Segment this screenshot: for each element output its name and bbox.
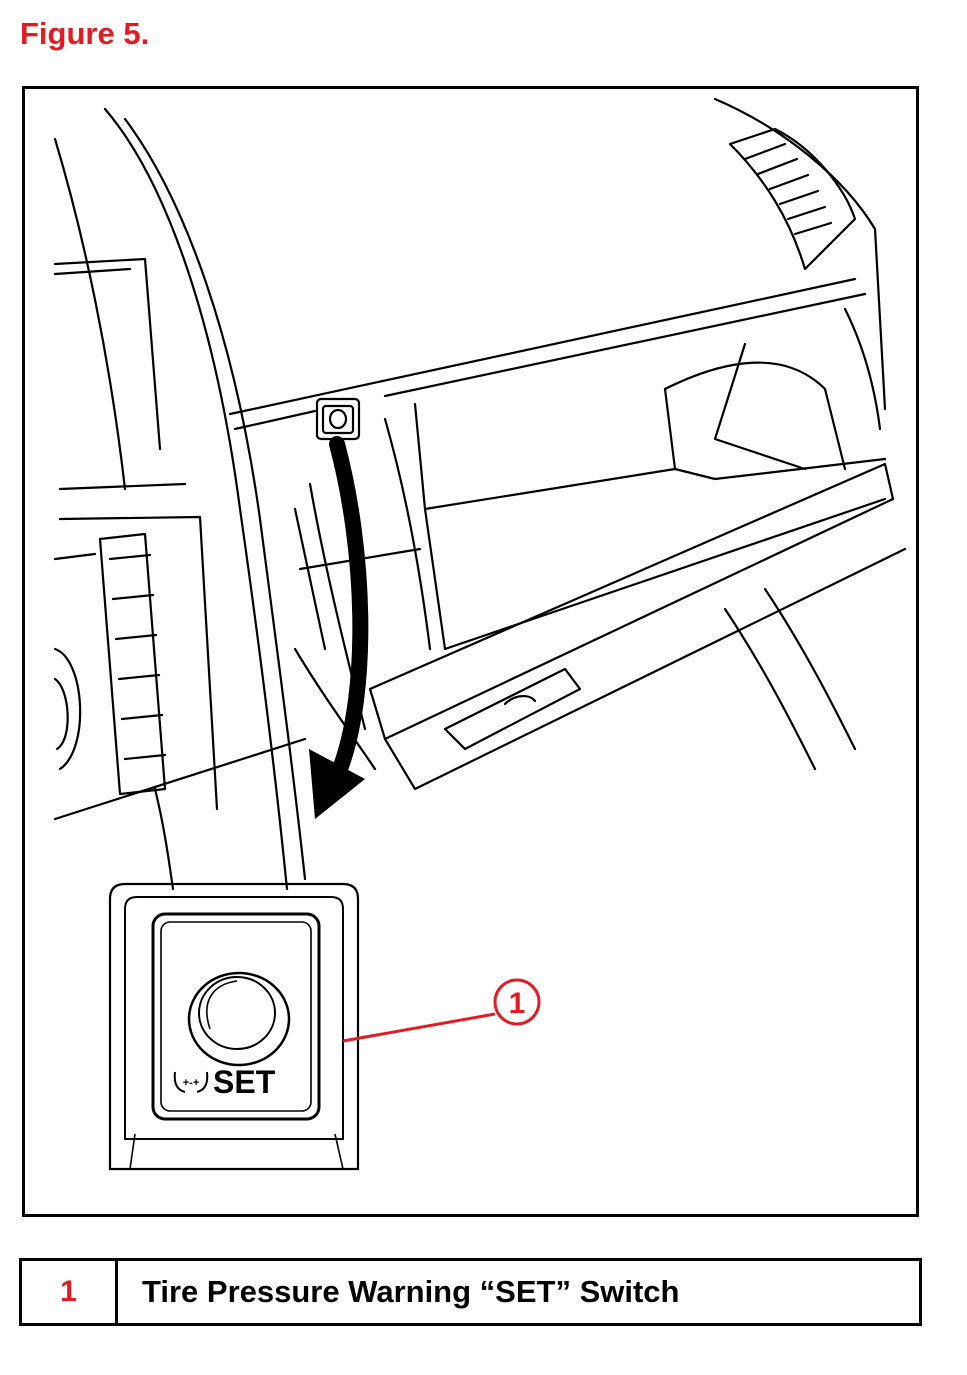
callout-leader-line	[342, 1012, 496, 1043]
tire-pressure-icon	[173, 1071, 186, 1093]
legend-description: Tire Pressure Warning “SET” Switch	[142, 1274, 680, 1309]
callout-number: 1	[509, 987, 526, 1020]
set-label: SET	[213, 1064, 276, 1100]
set-switch-bezel	[151, 912, 321, 1121]
right-vent	[728, 127, 857, 271]
callout-circle	[493, 978, 541, 1026]
svg-text:+-+: +-+	[183, 1077, 200, 1089]
dash-top-line	[228, 277, 857, 416]
figure-title: Figure 5.	[20, 16, 150, 51]
dashboard-illustration: +-+ SET 1	[53, 97, 907, 1171]
arrow-pointer	[309, 436, 369, 819]
glove-box-opening	[413, 387, 677, 511]
a-pillar-edge	[103, 107, 289, 891]
left-vent	[98, 532, 167, 796]
glove-box-handle	[443, 667, 582, 751]
dashboard-linework	[53, 97, 907, 891]
callout-1: 1	[342, 978, 541, 1043]
glove-box-lid	[368, 462, 895, 741]
set-button	[187, 971, 291, 1067]
legend-number: 1	[22, 1261, 118, 1323]
set-switch-detail: +-+ SET	[108, 882, 360, 1171]
legend-table: 1 Tire Pressure Warning “SET” Switch	[19, 1258, 922, 1326]
illustration-frame: +-+ SET 1	[22, 86, 919, 1217]
